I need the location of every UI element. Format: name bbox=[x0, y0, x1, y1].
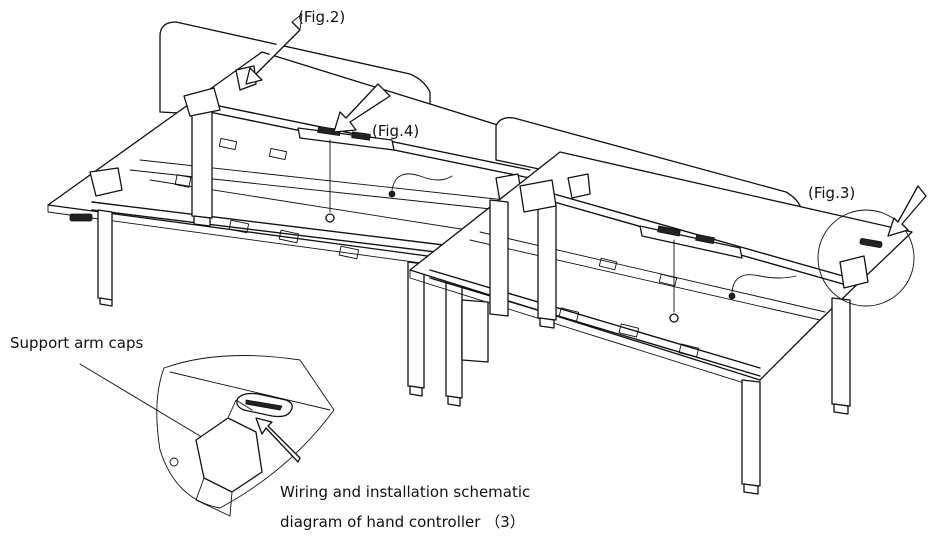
fig3-label: (Fig.3) bbox=[808, 184, 855, 202]
detail-inset: Support arm caps Wiring and installation… bbox=[10, 334, 530, 531]
detail-outline bbox=[156, 355, 335, 509]
right-cap bbox=[859, 238, 883, 248]
callout-fig3: (Fig.3) bbox=[808, 184, 927, 307]
callout-fig2: (Fig.2) bbox=[245, 8, 345, 85]
fig2-label: (Fig.2) bbox=[298, 8, 345, 26]
caption-line-2: diagram of hand controller （3） bbox=[280, 513, 525, 531]
caption-line-1: Wiring and installation schematic bbox=[280, 483, 530, 501]
left-legs bbox=[97, 107, 463, 407]
left-screw bbox=[325, 213, 335, 223]
fig4-label: (Fig.4) bbox=[372, 122, 419, 140]
right-desk bbox=[409, 117, 913, 495]
callout-fig4: (Fig.4) bbox=[333, 83, 419, 140]
left-cap-front bbox=[69, 213, 93, 222]
fig3-highlight-circle bbox=[817, 209, 915, 307]
detail-leader-line bbox=[79, 363, 211, 443]
support-arm-caps-label: Support arm caps bbox=[10, 334, 144, 352]
right-legs bbox=[461, 199, 851, 495]
left-frame-front bbox=[91, 209, 461, 256]
